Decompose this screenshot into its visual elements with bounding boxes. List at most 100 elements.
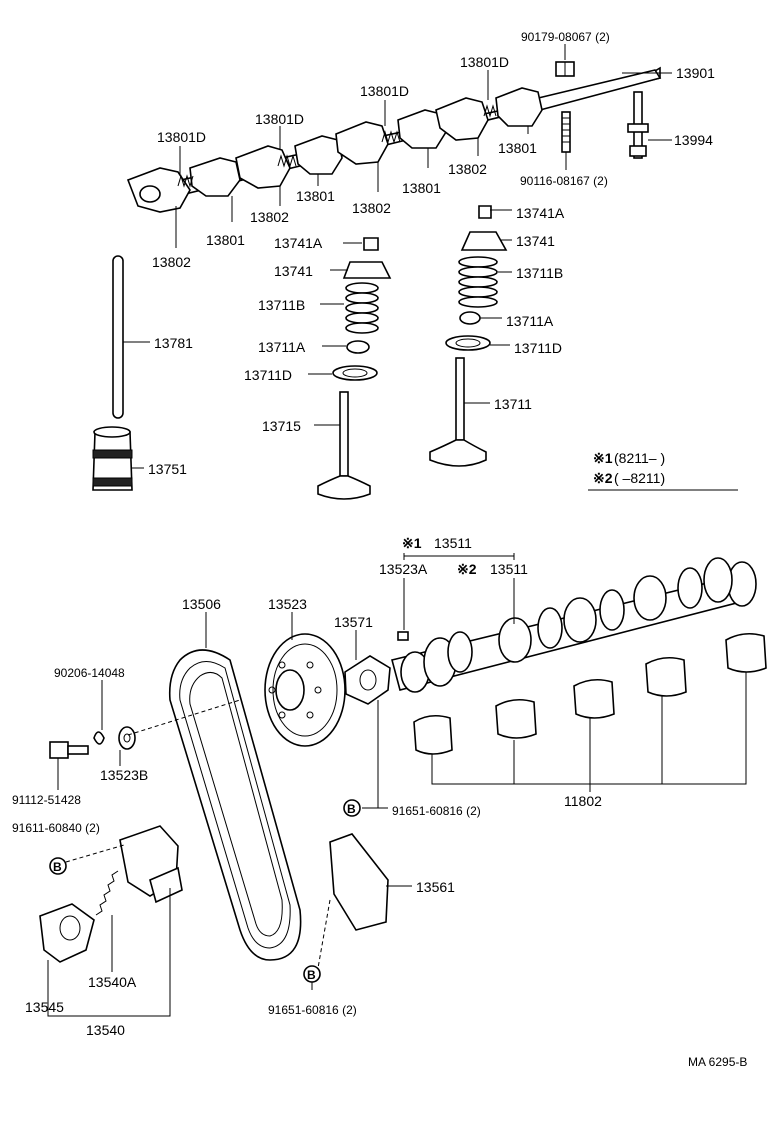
label-13711D-r: 13711D bbox=[514, 340, 562, 356]
label-13511-2: 13511 bbox=[490, 561, 528, 577]
tensioner-slipper-13545 bbox=[39, 903, 95, 963]
bearing-5 bbox=[725, 632, 767, 673]
label-13801D-d: 13801D bbox=[460, 54, 509, 70]
chain-tensioner-13540 bbox=[119, 825, 183, 904]
camshaft-bearings-11802 bbox=[413, 632, 767, 755]
label-13741A-r: 13741A bbox=[516, 205, 565, 221]
svg-text:※1: ※1 bbox=[593, 450, 613, 466]
footer-code: MA 6295-B bbox=[688, 1055, 747, 1069]
bearing-1 bbox=[413, 714, 453, 755]
label-13802-b: 13802 bbox=[250, 209, 289, 225]
label-cam-mark1: ※1 bbox=[402, 535, 422, 551]
svg-text:( –8211): ( –8211) bbox=[614, 470, 665, 486]
label-13801D-c: 13801D bbox=[360, 83, 409, 99]
label-13901: 13901 bbox=[676, 65, 715, 81]
camshaft-13511 bbox=[391, 557, 757, 693]
label-13781: 13781 bbox=[154, 335, 193, 351]
leader-lines bbox=[47, 44, 747, 1017]
stud-90116 bbox=[561, 111, 571, 153]
label-13711B-l: 13711B bbox=[258, 297, 305, 313]
label-13802-a: 13802 bbox=[152, 254, 191, 270]
rocker-arm-4 bbox=[294, 135, 343, 175]
label-13545: 13545 bbox=[25, 999, 64, 1015]
label-91651-b: 91651-60816 (2) bbox=[268, 1003, 357, 1017]
left-valve-stack bbox=[317, 237, 392, 500]
svg-text:※2: ※2 bbox=[593, 470, 613, 486]
part-labels: 90179-08067 (2) 13901 13801D 13801D 1380… bbox=[12, 30, 747, 1069]
label-13711B-r: 13711B bbox=[516, 265, 563, 281]
label-13801-c: 13801 bbox=[402, 180, 441, 196]
rocker-shaft-assembly bbox=[126, 61, 662, 213]
camshaft-key-13523A bbox=[397, 631, 409, 641]
label-13711D-l: 13711D bbox=[244, 367, 292, 383]
bolt-91112 bbox=[49, 741, 89, 759]
rocker-arm-1 bbox=[126, 167, 191, 213]
valve-spring-left bbox=[345, 282, 379, 334]
label-13571: 13571 bbox=[334, 614, 373, 630]
thrust-plate-13571 bbox=[344, 655, 391, 705]
label-91651-a: 91651-60816 (2) bbox=[392, 804, 481, 818]
bearing-2 bbox=[495, 698, 537, 739]
washer-13523B bbox=[118, 726, 136, 750]
bolt-marker-1: B bbox=[343, 799, 361, 817]
bolt-marker-3: B bbox=[303, 965, 321, 983]
label-13802-d: 13802 bbox=[448, 161, 487, 177]
label-13741-r: 13741 bbox=[516, 233, 555, 249]
svg-text:B: B bbox=[307, 968, 316, 982]
bolt-marker-2: B bbox=[49, 857, 67, 875]
label-90206: 90206-14048 bbox=[54, 666, 125, 680]
push-rod-13781 bbox=[112, 255, 124, 419]
label-13801D-b: 13801D bbox=[255, 111, 304, 127]
label-13523: 13523 bbox=[268, 596, 307, 612]
svg-text:B: B bbox=[347, 802, 356, 816]
rocker-arm-5 bbox=[335, 121, 389, 165]
right-valve-stack bbox=[429, 205, 508, 467]
label-13741A-l: 13741A bbox=[274, 235, 323, 251]
label-13523B: 13523B bbox=[100, 767, 148, 783]
rocker-arm-6 bbox=[397, 109, 447, 149]
label-13711: 13711 bbox=[494, 396, 532, 412]
label-91112: 91112-51428 bbox=[12, 793, 81, 807]
bearing-4 bbox=[645, 656, 687, 697]
intake-valve-13711 bbox=[429, 357, 487, 467]
svg-text:(8211– ): (8211– ) bbox=[614, 450, 665, 466]
label-91611: 91611-60840 (2) bbox=[12, 821, 100, 835]
bearing-3 bbox=[573, 678, 615, 719]
label-13561: 13561 bbox=[416, 879, 455, 895]
label-13715: 13715 bbox=[262, 418, 301, 434]
rocker-arm-8 bbox=[495, 87, 543, 127]
label-13711A-l: 13711A bbox=[258, 339, 306, 355]
label-cam-mark2: ※2 bbox=[457, 561, 477, 577]
camshaft-timing-gear-13523 bbox=[264, 633, 346, 747]
label-13801-a: 13801 bbox=[206, 232, 245, 248]
lock-washer-90206 bbox=[93, 731, 105, 745]
rocker-arm-7 bbox=[435, 97, 489, 141]
rocker-support-stud-13994 bbox=[627, 91, 649, 159]
label-13751: 13751 bbox=[148, 461, 187, 477]
svg-text:B: B bbox=[53, 860, 62, 874]
label-13711A-r: 13711A bbox=[506, 313, 554, 329]
label-13506: 13506 bbox=[182, 596, 221, 612]
label-13523A: 13523A bbox=[379, 561, 428, 577]
tensioner-spring-13540A bbox=[95, 870, 119, 916]
label-13802-c: 13802 bbox=[352, 200, 391, 216]
label-11802: 11802 bbox=[564, 793, 602, 809]
legend: ※1 (8211– ) ※2 ( –8211) bbox=[588, 450, 738, 491]
rocker-arm-2 bbox=[189, 157, 241, 197]
valve-spring-right bbox=[458, 256, 498, 308]
valve-lifter-13751 bbox=[92, 426, 133, 491]
label-13801-b: 13801 bbox=[296, 188, 335, 204]
exhaust-valve-13715 bbox=[317, 391, 371, 500]
label-13801D-a: 13801D bbox=[157, 129, 206, 145]
label-13741-l: 13741 bbox=[274, 263, 313, 279]
label-13994: 13994 bbox=[674, 132, 713, 148]
label-13511-1: 13511 bbox=[434, 535, 472, 551]
label-90179: 90179-08067 (2) bbox=[521, 30, 610, 44]
rocker-shaft-springs bbox=[177, 104, 497, 188]
label-13540A: 13540A bbox=[88, 974, 137, 990]
nut-90179 bbox=[555, 61, 575, 77]
rocker-arm-3 bbox=[235, 145, 291, 189]
label-13540: 13540 bbox=[86, 1022, 125, 1038]
label-90116: 90116-08167 (2) bbox=[520, 174, 608, 188]
